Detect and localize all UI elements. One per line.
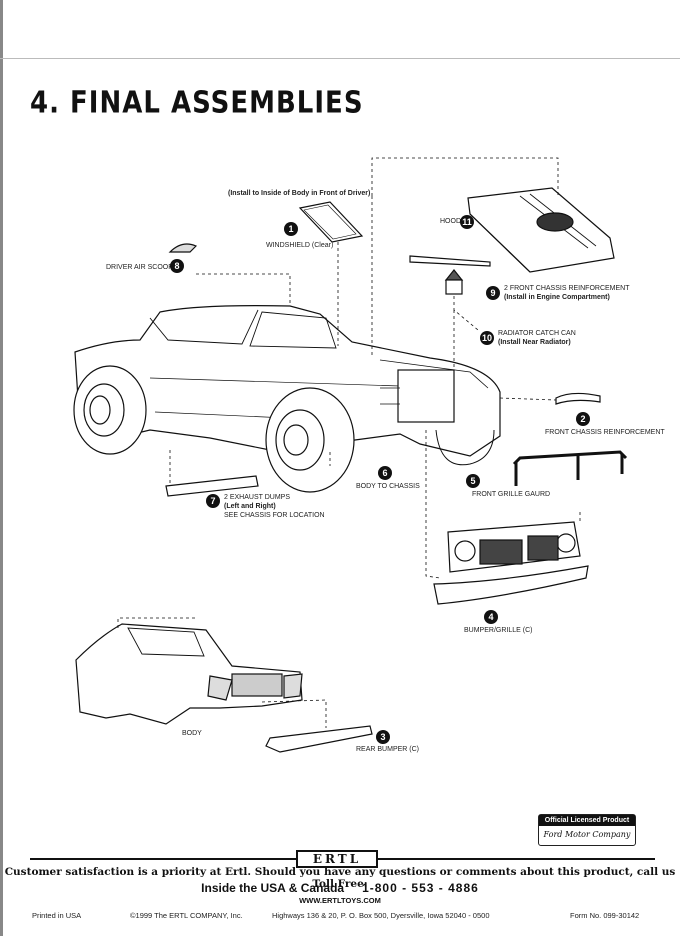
step-badge-7: 7 — [206, 494, 220, 508]
catch-can-note: (Install Near Radiator) — [498, 339, 571, 346]
exhaust-note: (Left and Right) — [224, 503, 276, 510]
hood-part — [467, 187, 615, 273]
front-reinforcement-part — [555, 392, 601, 405]
body-to-chassis-label: BODY TO CHASSIS — [356, 483, 420, 490]
grille-guard-part — [512, 450, 628, 486]
body-label: BODY — [182, 730, 202, 737]
step-badge-6: 6 — [378, 466, 392, 480]
reinforcement-2-label: 2 FRONT CHASSIS REINFORCEMENT — [504, 285, 630, 292]
copyright: ©1999 The ERTL COMPANY, Inc. — [130, 911, 243, 920]
bumper-grille-part — [433, 521, 589, 605]
license-heading: Official Licensed Product — [539, 815, 635, 826]
step-badge-9: 9 — [486, 286, 500, 300]
page-edge — [0, 0, 3, 936]
step-badge-10: 10 — [480, 331, 494, 345]
step-badge-1: 1 — [284, 222, 298, 236]
hood-label: HOOD — [440, 218, 461, 225]
leader-lines — [117, 157, 581, 728]
front-wheel — [265, 387, 355, 493]
reinforcement-rod-part — [409, 255, 491, 267]
catch-can-label: RADIATOR CATCH CAN — [498, 330, 576, 337]
air-scoop-part — [168, 243, 198, 253]
front-reinforcement-label: FRONT CHASSIS REINFORCEMENT — [545, 429, 665, 436]
satisfaction-text: Customer satisfaction is a priority at E… — [4, 866, 676, 890]
license-badge: Official Licensed Product Ford Motor Com… — [538, 814, 636, 846]
rear-wheel — [73, 365, 147, 455]
printed-in: Printed in USA — [32, 911, 82, 920]
form-number: Form No. 099-30142 — [570, 911, 640, 920]
air-scoop-label: DRIVER AIR SCOOP — [106, 264, 173, 271]
top-rule — [0, 58, 680, 59]
step-badge-4: 4 — [484, 610, 498, 624]
rear-body — [75, 623, 303, 725]
bumper-grille-label: BUMPER/GRILLE (C) — [464, 627, 533, 634]
car-body — [74, 305, 501, 457]
step-badge-8: 8 — [170, 259, 184, 273]
grille-guard-label: FRONT GRILLE GAURD — [472, 491, 551, 498]
step-badge-2: 2 — [576, 412, 590, 426]
reinforcement-2-note: (Install in Engine Compartment) — [504, 294, 610, 301]
catch-can-part — [444, 269, 464, 295]
exhaust-part — [165, 475, 259, 497]
step-badge-11: 11 — [460, 215, 474, 229]
windshield-part — [298, 201, 364, 243]
windshield-note: (Install to Inside of Body in Front of D… — [228, 190, 371, 197]
phone-number: 1-800 - 553 - 4886 — [362, 881, 479, 895]
website-link[interactable]: WWW.ERTLTOYS.COM — [299, 896, 381, 905]
step-badge-5: 5 — [466, 474, 480, 488]
page-title: 4. FINAL ASSEMBLIES — [30, 86, 364, 121]
ford-logo: Ford Motor Company — [543, 830, 631, 839]
exhaust-note-2: SEE CHASSIS FOR LOCATION — [224, 512, 325, 519]
contact-line: Inside the USA & Canada 1-800 - 553 - 488… — [0, 881, 680, 895]
exhaust-label: 2 EXHAUST DUMPS — [224, 494, 290, 501]
region-text: Inside the USA & Canada — [201, 881, 345, 895]
windshield-label: WINDSHIELD (Clear) — [266, 242, 334, 249]
step-badge-3: 3 — [376, 730, 390, 744]
rear-bumper-part — [265, 725, 373, 753]
rear-bumper-label: REAR BUMPER (C) — [356, 746, 420, 753]
ertl-logo: ERTL — [296, 850, 378, 868]
address: Highways 136 & 20, P. O. Box 500, Dyersv… — [272, 911, 490, 920]
